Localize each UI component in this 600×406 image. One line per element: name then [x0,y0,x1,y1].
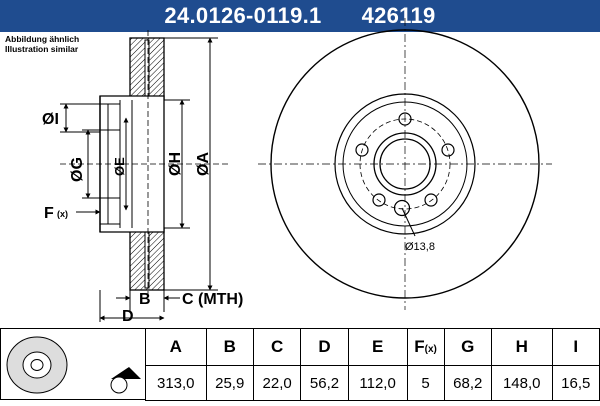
label-A: ØA [195,152,212,176]
header-cell-E: E [347,328,408,366]
technical-drawing: ØI ØG ØE ØH ØA F (x) B C (MTH) D Ø13,8 [42,18,552,325]
bolt-hole-label: Ø13,8 [405,241,435,253]
label-C: C (MTH) [182,291,243,308]
header-cell-B: B [205,328,254,366]
header-F-sub: (x) [424,344,437,355]
illustration-note: Abbildung ähnlich Illustration similar [5,34,79,54]
label-F: F [44,205,54,222]
spec-table-wrap: A B C D E F(x) G H I 313,0 25,9 22,0 56,… [0,328,600,401]
value-cell-H: 148,0 [490,365,553,401]
header-cell-G: G [443,328,492,366]
spec-header-row: A B C D E F(x) G H I [145,328,600,366]
side-section-view [60,30,230,300]
label-I: ØI [42,111,59,128]
header-cell-C: C [252,328,302,366]
label-B: B [139,291,151,308]
value-cell-G: 68,2 [443,365,492,401]
header-cell-A: A [145,328,207,366]
disc-thumbnail-icon [6,336,141,394]
label-G: ØG [69,157,86,182]
header-cell-I: I [551,328,600,366]
value-cell-D: 56,2 [300,365,349,401]
header-cell-D: D [300,328,349,366]
front-view [258,18,552,310]
label-E: ØE [112,157,127,176]
product-thumbnail [0,328,145,400]
header-cell-H: H [490,328,553,366]
note-line-en: Illustration similar [5,44,79,54]
value-cell-B: 25,9 [205,365,254,401]
spec-table: A B C D E F(x) G H I 313,0 25,9 22,0 56,… [145,328,600,401]
header-cell-F: F(x) [406,328,445,366]
part-number: 24.0126-0119.1 [164,3,322,28]
reference-number: 426119 [361,3,436,28]
value-cell-F: 5 [406,365,445,401]
title-bar: 24.0126-0119.1 426119 [0,0,600,32]
label-H: ØH [167,152,184,176]
bolt-holes [355,112,455,217]
label-F-sub: (x) [57,209,68,219]
marked-bolt-hole [393,199,411,217]
label-D: D [122,308,134,325]
value-cell-A: 313,0 [145,365,207,401]
header-F-letter: F [414,337,425,356]
value-cell-C: 22,0 [252,365,302,401]
spec-value-row: 313,0 25,9 22,0 56,2 112,0 5 68,2 148,0 … [145,365,600,401]
value-cell-I: 16,5 [551,365,600,401]
note-line-de: Abbildung ähnlich [5,34,80,44]
value-cell-E: 112,0 [347,365,408,401]
dimension-lines [60,37,218,322]
